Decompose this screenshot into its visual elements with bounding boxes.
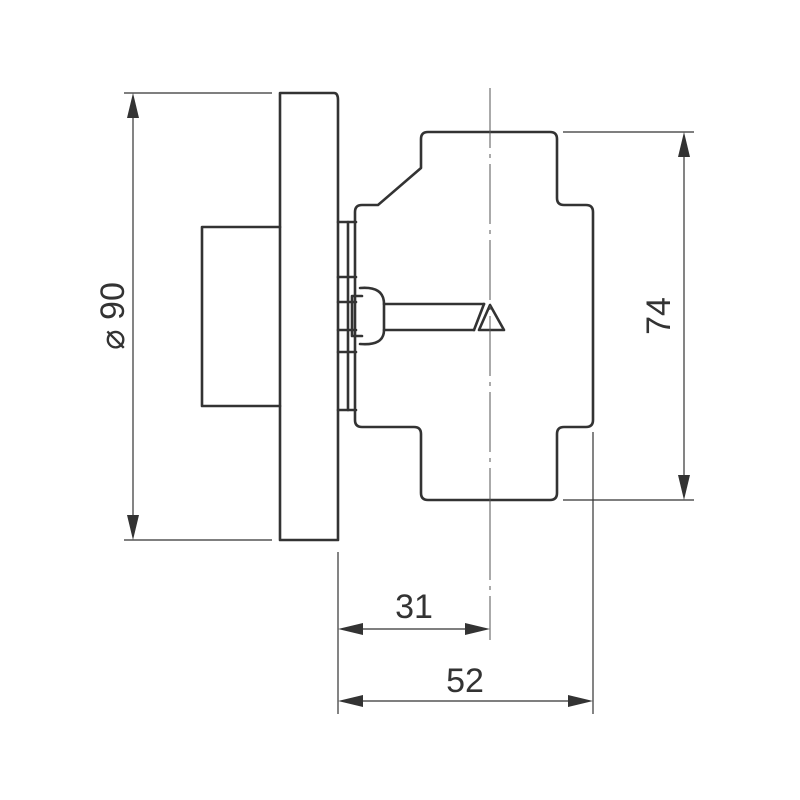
- pointer-triangle: [477, 303, 506, 332]
- collar-segments: [336, 220, 358, 412]
- flange-plate: [278, 91, 340, 542]
- offset-dimension: 31: [338, 588, 490, 635]
- height-label: 74: [640, 297, 678, 335]
- diameter-label: ⌀ 90: [94, 282, 132, 350]
- offset-label: 31: [395, 588, 433, 626]
- height-dimension: 74: [640, 132, 690, 500]
- extension-lines: [124, 92, 694, 714]
- shaft-assembly: [350, 286, 486, 346]
- diameter-dimension: ⌀ 90: [94, 93, 139, 540]
- main-body: [353, 130, 595, 502]
- depth-label: 52: [446, 662, 484, 700]
- rear-hub: [200, 225, 282, 408]
- depth-dimension: 52: [338, 662, 593, 707]
